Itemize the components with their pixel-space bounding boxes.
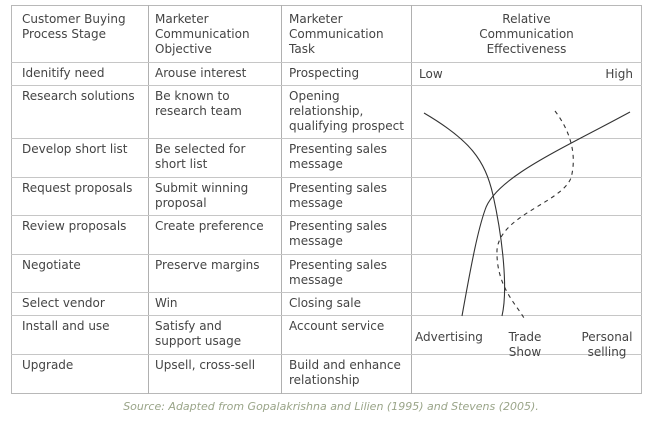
stage-cell: Develop short list [22,142,128,156]
objective-cell: Satisfy and support usage [155,319,242,348]
source-note: Source: Adapted from Gopalakrishna and L… [123,400,539,413]
row-divider [11,138,642,139]
objective-cell: Be selected for short list [155,142,246,171]
row-divider [11,292,642,293]
trade-show-label: Trade Show [508,330,542,359]
stage-cell: Select vendor [22,296,105,310]
task-cell: Presenting sales message [289,258,387,287]
advertising-curve [423,112,506,317]
header-objective: Marketer Communication Objective [155,12,250,56]
objective-cell: Preserve margins [155,258,260,272]
row-divider [11,177,642,178]
task-cell: Build and enhance relationship [289,358,401,387]
advertising-label: Advertising [415,330,483,344]
task-cell: Account service [289,319,385,333]
task-cell: Presenting sales message [289,219,387,248]
row-divider [11,85,642,86]
objective-cell: Upsell, cross-sell [155,358,256,372]
objective-cell: Submit winning proposal [155,181,249,210]
comparison-table [11,5,642,394]
task-cell: Opening relationship, qualifying prospec… [289,89,404,133]
column-divider [281,5,282,394]
row-divider [11,315,642,316]
stage-cell: Review proposals [22,219,127,233]
stage-cell: Idenitify need [22,66,105,80]
column-divider [148,5,149,394]
header-buying-stage: Customer Buying Process Stage [22,12,126,41]
stage-cell: Negotiate [22,258,81,272]
scale-high-label: High [605,67,633,81]
task-cell: Closing sale [289,296,361,310]
stage-cell: Install and use [22,319,110,333]
objective-cell: Arouse interest [155,66,247,80]
objective-cell: Create preference [155,219,264,233]
stage-cell: Upgrade [22,358,74,372]
personal-selling-label: Personal selling [581,330,633,359]
task-cell: Presenting sales message [289,181,387,210]
scale-low-label: Low [419,67,443,81]
header-task: Marketer Communication Task [289,12,384,56]
row-divider [11,62,642,63]
column-divider [411,5,412,394]
trade-show-curve [496,110,574,319]
header-effectiveness: Relative Communication Effectiveness [479,12,574,56]
row-divider [11,254,642,255]
stage-cell: Research solutions [22,89,135,103]
task-cell: Presenting sales message [289,142,387,171]
objective-cell: Win [155,296,178,310]
personal-selling-curve [461,111,631,317]
row-divider [11,354,642,355]
row-divider [11,215,642,216]
stage-cell: Request proposals [22,181,133,195]
objective-cell: Be known to research team [155,89,242,118]
task-cell: Prospecting [289,66,360,80]
